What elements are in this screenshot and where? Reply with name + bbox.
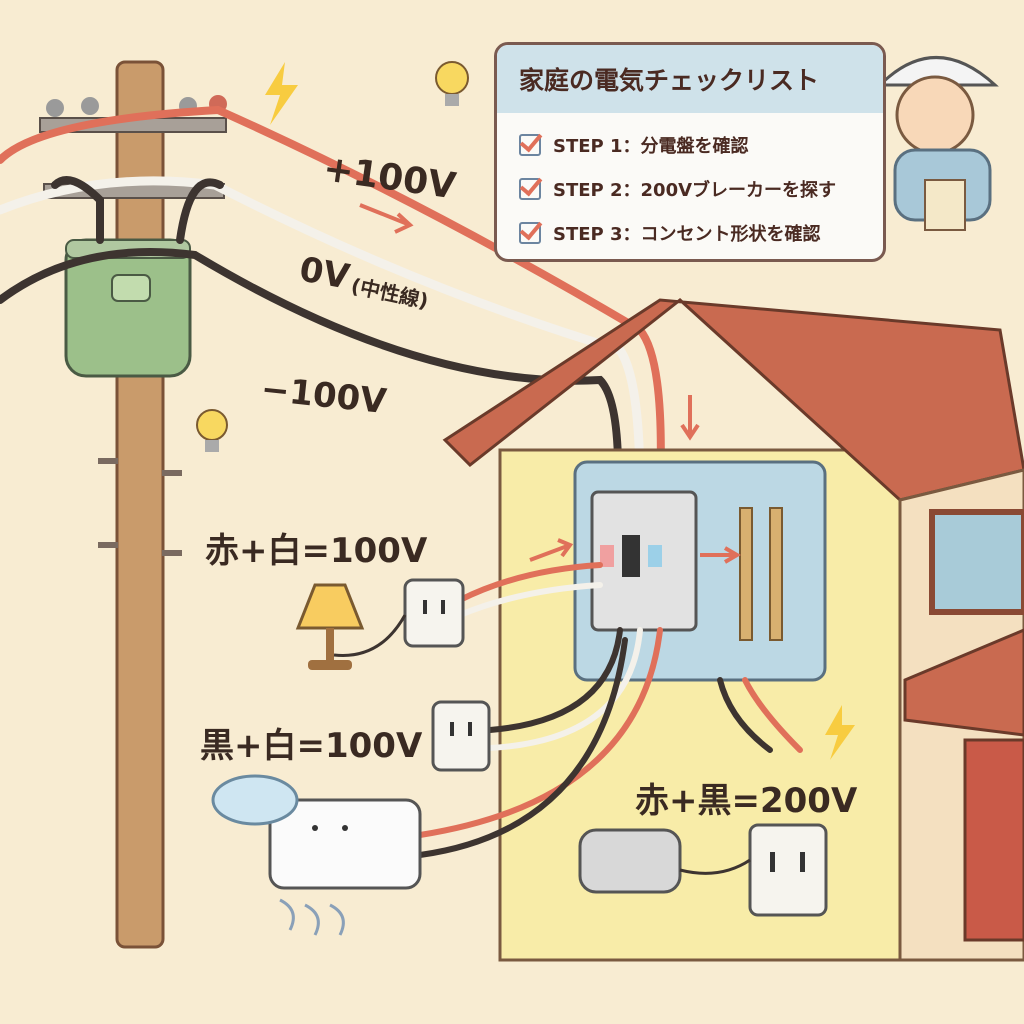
white-wire — [0, 176, 645, 495]
checklist-item: STEP 3：コンセント形状を確認 — [497, 211, 883, 255]
checkbox-checked-icon[interactable] — [519, 178, 541, 200]
label-minus-100v: −100V — [259, 369, 389, 422]
checkbox-checked-icon[interactable] — [519, 134, 541, 156]
electrician-character — [876, 56, 999, 231]
label-0v: 0V — [296, 249, 353, 297]
label-plus-100v: +100V — [321, 148, 459, 207]
checkbox-checked-icon[interactable] — [519, 222, 541, 244]
utility-pole — [39, 60, 227, 949]
lamp — [295, 583, 407, 670]
label-red-black-200v: 赤+黒=200V — [635, 781, 858, 821]
red-wire — [0, 105, 665, 494]
branch-wires — [417, 562, 803, 858]
air-conditioner — [268, 798, 422, 936]
outlet-200v — [748, 823, 828, 917]
toaster — [578, 828, 751, 894]
lightbulb-icon — [435, 61, 469, 106]
lightbulb-icon — [196, 409, 228, 452]
lightning-icon — [265, 62, 298, 125]
black-wire — [0, 248, 623, 494]
service-wires — [0, 105, 665, 495]
breaker — [590, 490, 698, 632]
outlet-100v-black-white — [431, 700, 491, 772]
checklist-panel: 家庭の電気チェックリスト STEP 1：分電盤を確認 STEP 2：200Vブレ… — [494, 42, 886, 262]
checklist-item-label: STEP 2：200Vブレーカーを探す — [553, 180, 837, 201]
checklist-item: STEP 1：分電盤を確認 — [497, 123, 883, 167]
checklist-item-label: STEP 3：コンセント形状を確認 — [553, 224, 821, 245]
checklist-item-label: STEP 1：分電盤を確認 — [553, 136, 749, 157]
arrow-icons — [359, 203, 741, 564]
lightning-icon — [825, 705, 855, 760]
checklist-title: 家庭の電気チェックリスト — [497, 45, 883, 113]
checklist-item: STEP 2：200Vブレーカーを探す — [497, 167, 883, 211]
distribution-panel — [573, 460, 827, 682]
label-black-white-100v: 黒+白=100V — [200, 726, 423, 766]
cloud — [211, 774, 299, 826]
label-red-white-100v: 赤+白=100V — [205, 531, 428, 571]
outlet-100v-red-white — [403, 578, 465, 648]
